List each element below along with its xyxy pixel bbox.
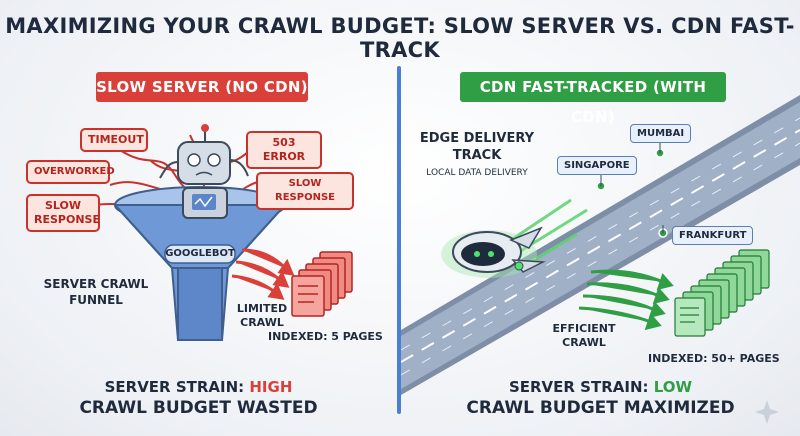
- timeout-bubble: TIMEOUT: [80, 128, 148, 152]
- efficient-crawl-label: EFFICIENT CRAWL: [552, 322, 616, 349]
- right-summary: CRAWL BUDGET MAXIMIZED: [466, 398, 735, 418]
- left-strain-prefix: SERVER STRAIN:: [104, 378, 250, 396]
- right-strain-value: LOW: [653, 378, 693, 396]
- node-frankfurt: FRANKFURT: [672, 226, 754, 245]
- page-title: MAXIMIZING YOUR CRAWL BUDGET: SLOW SERVE…: [5, 14, 795, 62]
- right-strain-prefix: SERVER STRAIN:: [508, 378, 654, 396]
- slow-server-illustration: [94, 124, 353, 341]
- left-banner: SLOW SERVER (NO CDN): [96, 72, 308, 102]
- limited-crawl-label: LIMITED CRAWL: [236, 302, 288, 329]
- left-summary: CRAWL BUDGET WASTED: [79, 398, 318, 418]
- node-mumbai: MUMBAI: [630, 124, 692, 143]
- efficient-crawl-arrows: [578, 269, 674, 331]
- left-strain-value: HIGH: [249, 378, 293, 396]
- document-stack-icon: [674, 249, 770, 337]
- right-strain-line: SERVER STRAIN: LOW: [401, 378, 800, 396]
- limited-crawl-arrows: [231, 248, 295, 300]
- slow-response-left-bubble: SLOW RESPONSE: [26, 194, 100, 232]
- highway: [401, 95, 800, 395]
- robot-icon: [159, 124, 249, 219]
- edge-delivery-title: EDGE DELIVERY TRACK: [419, 131, 535, 163]
- slow-response-right-bubble: SLOW RESPONSE: [256, 172, 354, 210]
- server-crawl-funnel-label: SERVER CRAWL FUNNEL: [43, 277, 149, 307]
- sparkle-icon: [755, 400, 779, 424]
- cdn-illustration: [401, 95, 800, 424]
- googlebot-label: GOOGLEBOT: [165, 248, 235, 259]
- right-indexed-count: INDEXED: 50+ PAGES: [648, 352, 780, 365]
- document-stack-icon: [291, 251, 353, 317]
- edge-delivery-subtitle: LOCAL DATA DELIVERY: [426, 168, 528, 178]
- overworked-bubble: OVERWORKED: [26, 160, 115, 184]
- error-503-bubble: 503 ERROR: [246, 131, 322, 169]
- center-divider: [397, 66, 401, 414]
- bot-drone-icon: [441, 226, 546, 278]
- node-singapore: SINGAPORE: [557, 156, 637, 175]
- funnel-icon: [112, 186, 288, 341]
- left-strain-line: SERVER STRAIN: HIGH: [0, 378, 397, 396]
- left-indexed-count: INDEXED: 5 PAGES: [268, 330, 383, 343]
- right-banner: CDN FAST-TRACKED (WITH CDN): [460, 72, 726, 126]
